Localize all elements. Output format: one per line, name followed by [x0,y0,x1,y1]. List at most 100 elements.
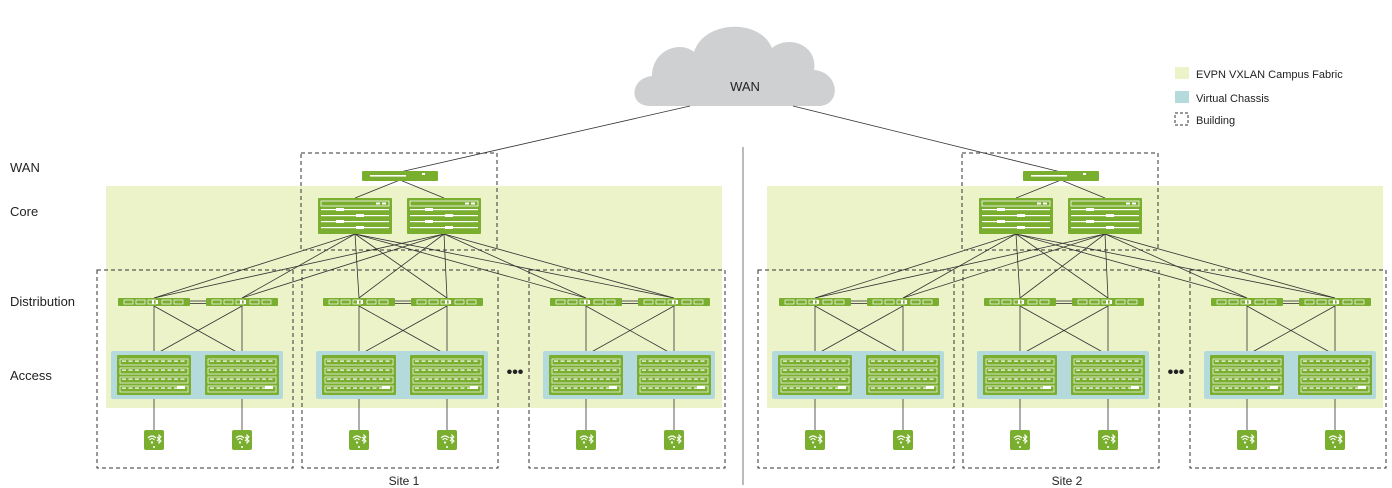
distribution-access-link [358,305,448,356]
core-uplink [354,179,401,199]
core-uplink [399,179,445,199]
more-buildings-ellipsis: ••• [1168,364,1185,381]
core-distribution-link [1104,233,1336,299]
access-switch-icon [549,355,623,395]
core-distribution-link [241,233,445,299]
core-distribution-link [1019,233,1106,299]
building-box [757,269,955,469]
distribution-switch-icon [1072,298,1144,306]
core-switch-icon [407,198,481,234]
legend-building-swatch [1174,112,1189,126]
building-box [96,269,294,469]
distribution-switch-icon [867,298,939,306]
wan-router-icon [362,171,438,181]
core-distribution-link [443,233,587,299]
building-box [528,269,726,469]
wan-uplink [399,105,691,173]
access-switch-icon [1298,355,1372,395]
core-distribution-link [443,233,675,299]
core-distribution-link [1015,233,1248,299]
distribution-access-link [153,305,243,356]
building-box [301,269,499,469]
core-distribution-link [1015,233,1021,299]
distribution-access-link [1246,305,1336,356]
wan-router-icon [1023,171,1099,181]
access-switch-icon [410,355,484,395]
core-distribution-link [354,233,587,299]
tier-label-wan: WAN [10,160,40,175]
distribution-switch-icon [1211,298,1283,306]
distribution-switch-icon [638,298,710,306]
wan-cloud-icon: WAN [634,26,835,106]
cloud-shape [634,26,835,106]
core-distribution-link [153,233,356,299]
distribution-switch-icon [779,298,851,306]
wifi-bluetooth-ap-icon [349,430,369,450]
wifi-bluetooth-ap-icon [805,430,825,450]
more-buildings-ellipsis: ••• [507,364,524,381]
access-switch-icon [866,355,940,395]
access-switch-icon [322,355,396,395]
wifi-bluetooth-ap-icon [437,430,457,450]
core-building-box [300,152,498,251]
wifi-bluetooth-ap-icon [232,430,252,450]
access-switch-icon [117,355,191,395]
core-distribution-link [814,233,1017,299]
distribution-switch-icon [984,298,1056,306]
legend-building-label: Building [1196,115,1235,127]
core-distribution-link [443,233,448,299]
distribution-switch-icon [411,298,483,306]
core-distribution-link [354,233,360,299]
legend: EVPN VXLAN Campus Fabric Virtual Chassis… [1174,67,1343,127]
tier-label-distribution: Distribution [10,294,75,309]
core-distribution-link [153,233,445,299]
core-switch-icon [979,198,1053,234]
legend-vc-swatch [1175,91,1189,103]
access-switch-icon [1071,355,1145,395]
wifi-bluetooth-ap-icon [1237,430,1257,450]
site-1-label: Site 1 [389,474,420,488]
legend-fabric-label: EVPN VXLAN Campus Fabric [1196,69,1343,81]
distribution-switch-icon [1299,298,1371,306]
access-switch-icon [983,355,1057,395]
building-box [962,269,1160,469]
cloud-label: WAN [730,79,760,94]
core-uplink [1060,179,1106,199]
distribution-switch-icon [118,298,190,306]
core-distribution-link [902,233,1106,299]
site-1: ••• [96,105,726,469]
distribution-access-link [1019,305,1109,356]
access-switch-icon [205,355,279,395]
site-2: ••• [757,105,1387,469]
wifi-bluetooth-ap-icon [1010,430,1030,450]
wifi-bluetooth-ap-icon [893,430,913,450]
core-uplink [1015,179,1062,199]
wan-uplink [792,105,1062,173]
wifi-bluetooth-ap-icon [1325,430,1345,450]
core-distribution-link [1104,233,1248,299]
building-box [1189,269,1387,469]
wifi-bluetooth-ap-icon [576,430,596,450]
access-switch-icon [637,355,711,395]
distribution-access-link [585,305,675,356]
site-2-label: Site 2 [1052,474,1083,488]
access-switch-icon [1210,355,1284,395]
core-building-box [961,152,1159,251]
core-distribution-link [1104,233,1109,299]
distribution-access-link [814,305,904,356]
distribution-switch-icon [550,298,622,306]
tier-label-access: Access [10,368,52,383]
wifi-bluetooth-ap-icon [664,430,684,450]
access-switch-icon [778,355,852,395]
tier-label-core: Core [10,204,38,219]
core-switch-icon [1068,198,1142,234]
distribution-switch-icon [206,298,278,306]
core-distribution-link [358,233,445,299]
wifi-bluetooth-ap-icon [1098,430,1118,450]
core-switch-icon [318,198,392,234]
legend-vc-label: Virtual Chassis [1196,93,1270,105]
core-distribution-link [814,233,1106,299]
wifi-bluetooth-ap-icon [144,430,164,450]
legend-fabric-swatch [1175,67,1189,79]
